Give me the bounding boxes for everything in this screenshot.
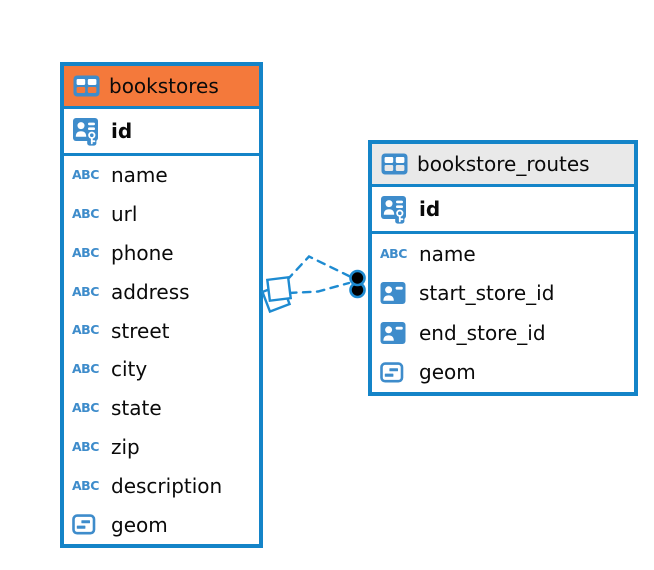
table-icon: [381, 153, 408, 175]
column-name: geom: [111, 512, 168, 537]
foreign-key-icon: [380, 281, 411, 305]
column-name: start_store_id: [419, 281, 555, 306]
column-name: description: [111, 473, 223, 498]
abc-text-type-icon: ABC: [72, 167, 99, 183]
overlapping-diamonds-icon[interactable]: [260, 275, 293, 314]
column-name: city: [111, 357, 148, 382]
column-name: phone: [111, 240, 174, 265]
text-type-icon: ABC: [72, 205, 103, 221]
text-type-icon: ABC: [72, 399, 103, 415]
column-row[interactable]: geom: [372, 353, 634, 393]
text-type-icon: ABC: [72, 244, 103, 260]
text-type-icon: ABC: [72, 363, 103, 376]
table-name: bookstores: [109, 74, 219, 98]
column-row[interactable]: ABC name: [372, 234, 634, 274]
table-header[interactable]: bookstore_routes: [372, 144, 634, 187]
column-row[interactable]: ABC url: [64, 195, 259, 234]
primary-key-icon: [72, 116, 103, 146]
abc-text-type-icon: ABC: [72, 399, 99, 415]
column-row[interactable]: ABC state: [64, 389, 259, 428]
table-header[interactable]: bookstores: [64, 66, 259, 109]
column-row[interactable]: start_store_id: [372, 274, 634, 314]
abc-text-type-icon: ABC: [72, 244, 99, 260]
column-name: geom: [419, 360, 476, 385]
primary-key-icon: [380, 194, 411, 224]
abc-text-type-icon: ABC: [72, 205, 99, 221]
column-name: zip: [111, 434, 140, 459]
overlapping-dots-icon[interactable]: [349, 269, 366, 299]
abc-text-type-icon: ABC: [380, 245, 407, 261]
column-row[interactable]: ABC zip: [64, 428, 259, 467]
text-type-icon: ABC: [72, 438, 103, 454]
column-name: id: [111, 119, 133, 143]
relationship-line: [287, 281, 351, 295]
text-type-icon: ABC: [72, 283, 103, 299]
abc-text-type-icon: ABC: [72, 361, 99, 377]
abc-text-type-icon: ABC: [72, 477, 99, 493]
primary-key-row[interactable]: id: [372, 187, 634, 234]
foreign-key-icon: [380, 321, 411, 345]
column-row[interactable]: geom: [64, 505, 259, 544]
column-name: id: [419, 197, 441, 221]
abc-text-type-icon: ABC: [72, 438, 99, 454]
abc-text-type-icon: ABC: [72, 283, 99, 299]
column-name: street: [111, 318, 170, 343]
text-type-icon: ABC: [72, 477, 103, 493]
table-name: bookstore_routes: [417, 152, 590, 176]
text-type-icon: ABC: [72, 169, 103, 182]
column-row[interactable]: ABC address: [64, 272, 259, 311]
relationship-line: [285, 255, 352, 282]
column-name: end_store_id: [419, 320, 546, 345]
column-name: name: [111, 163, 168, 188]
column-row[interactable]: ABC city: [64, 350, 259, 389]
primary-key-row[interactable]: id: [64, 109, 259, 156]
geometry-type-icon: [72, 514, 103, 535]
geometry-type-icon: [380, 362, 411, 383]
column-row[interactable]: ABC phone: [64, 234, 259, 273]
column-row[interactable]: ABC description: [64, 466, 259, 505]
column-row[interactable]: ABC name: [64, 156, 259, 195]
abc-text-type-icon: ABC: [72, 322, 99, 338]
column-name: address: [111, 279, 190, 304]
table-icon: [73, 75, 100, 97]
column-row[interactable]: ABC street: [64, 311, 259, 350]
column-name: state: [111, 396, 162, 421]
column-name: name: [419, 241, 476, 266]
column-name: url: [111, 202, 138, 227]
text-type-icon: ABC: [72, 324, 103, 337]
column-row[interactable]: end_store_id: [372, 313, 634, 353]
relationship-lines[interactable]: [285, 255, 352, 295]
text-type-icon: ABC: [380, 245, 411, 261]
